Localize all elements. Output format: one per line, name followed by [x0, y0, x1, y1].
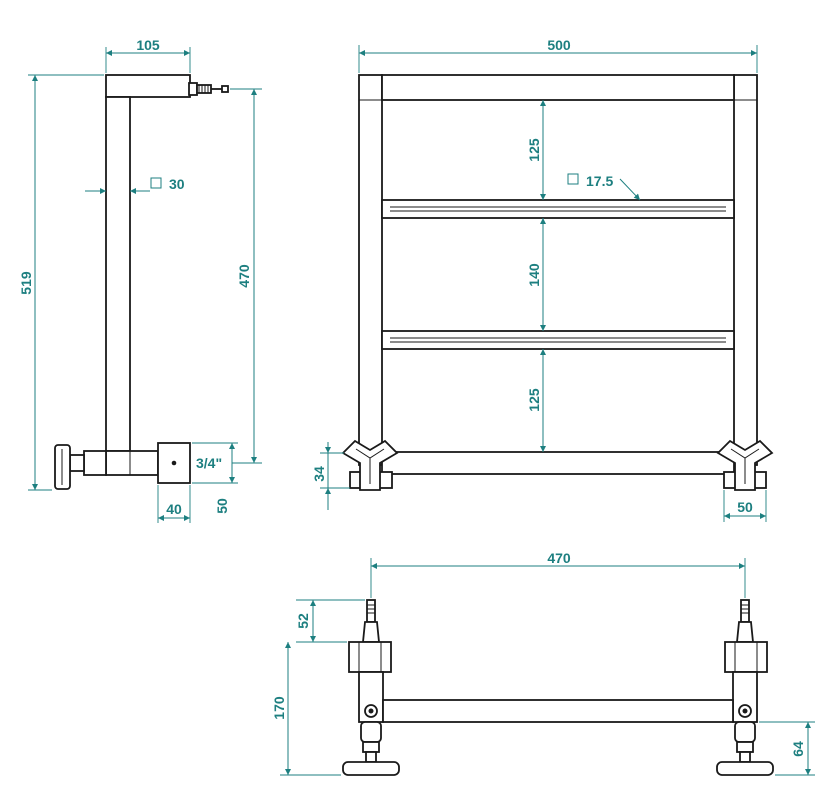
dim-front-gap-bottom: 125 — [526, 388, 542, 412]
front-left-foot — [341, 439, 399, 491]
thread-size-label: 3/4" — [196, 455, 222, 471]
dim-top-total-height: 170 — [271, 696, 287, 720]
dim-front-bar-profile: 17.5 — [586, 173, 613, 189]
dim-side-axis-height: 470 — [236, 264, 252, 288]
dim-side-profile: 30 — [169, 176, 185, 192]
dim-top-valve-height: 52 — [295, 613, 311, 629]
front-bar-1 — [381, 199, 735, 219]
front-right-leg — [733, 74, 758, 466]
dim-side-total-height: 519 — [18, 271, 34, 295]
top-left-column — [342, 599, 400, 776]
dim-front-gap-middle: 140 — [526, 263, 542, 287]
dim-front-gap-top: 125 — [526, 138, 542, 162]
square-profile-icon — [150, 177, 162, 189]
dim-front-leg-width: 50 — [737, 499, 753, 515]
front-left-leg — [358, 74, 383, 466]
front-view: 500 125 17.5 140 125 34 50 — [311, 37, 774, 522]
front-bar-2 — [381, 330, 735, 350]
front-top-rail — [381, 74, 735, 101]
side-bottom-pipe — [105, 450, 159, 476]
top-right-column — [716, 599, 774, 776]
side-vertical-tube — [105, 96, 131, 452]
front-bottom-rail — [381, 451, 735, 475]
top-view: 470 52 170 64 — [271, 550, 815, 776]
air-vent-valve — [188, 82, 229, 96]
side-top-block — [105, 74, 191, 98]
dim-front-foot-height: 34 — [311, 466, 327, 482]
dim-top-bottom-offset: 64 — [790, 741, 806, 757]
dim-side-top-width: 105 — [136, 37, 160, 53]
side-valve — [54, 444, 107, 490]
dim-side-connector-width: 40 — [166, 501, 182, 517]
dim-top-axis-width: 470 — [547, 550, 571, 566]
dim-front-total-width: 500 — [547, 37, 571, 53]
dim-side-connector-height: 50 — [214, 498, 230, 514]
front-right-foot — [716, 439, 774, 491]
square-bar-icon — [567, 173, 579, 185]
side-view: 105 30 519 470 3/4" 50 40 — [18, 37, 262, 523]
top-bottom-rail — [382, 699, 734, 723]
